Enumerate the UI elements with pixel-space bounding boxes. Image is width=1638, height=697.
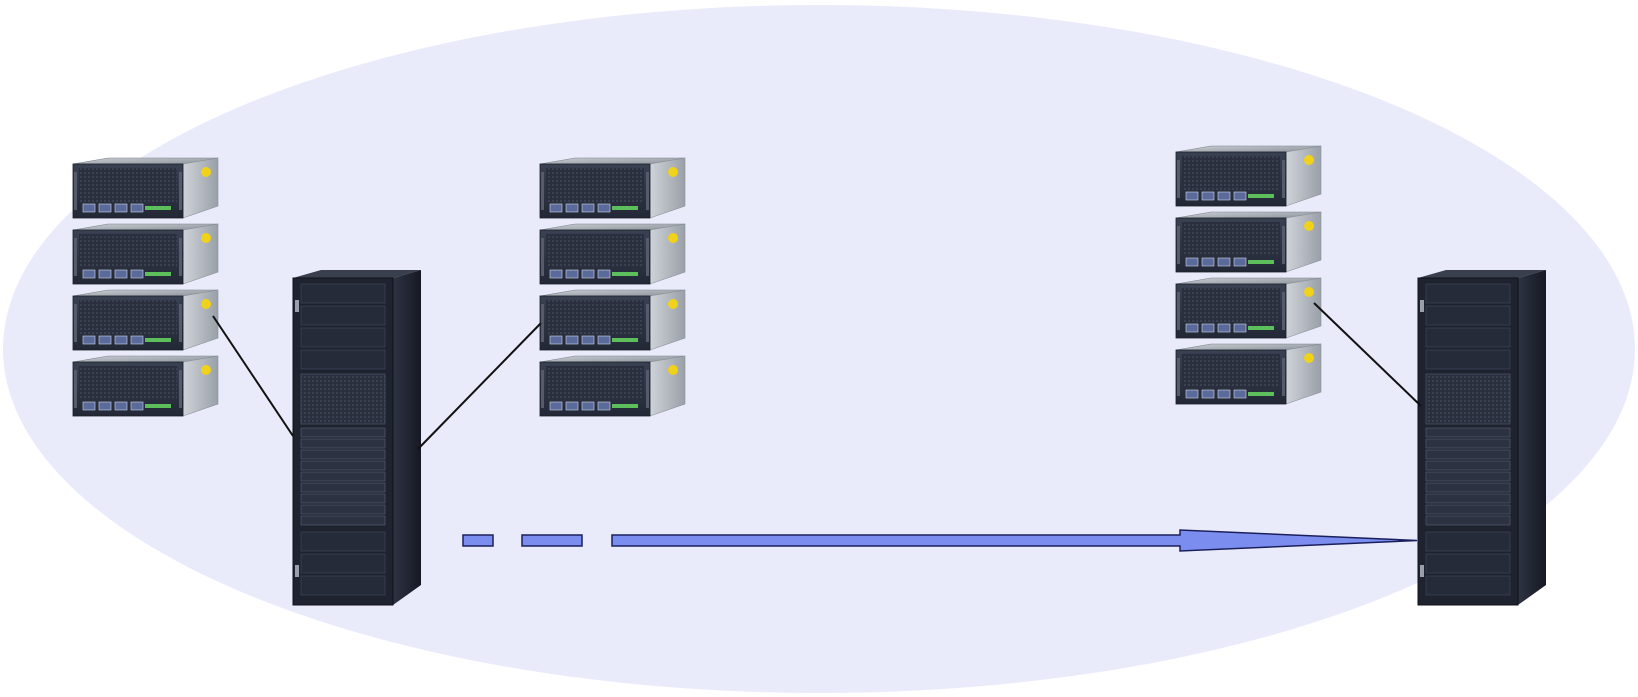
server-unit (1175, 277, 1322, 339)
badge-icon (668, 299, 678, 309)
connection-line (1313, 302, 1422, 407)
background-ellipse (3, 5, 1635, 693)
badge-icon (1304, 353, 1314, 363)
badge-icon (201, 167, 211, 177)
racks (292, 270, 1546, 606)
badge-icon (668, 167, 678, 177)
rack-1 (292, 270, 421, 606)
server-unit (1175, 145, 1322, 207)
server-unit (72, 157, 219, 219)
server-stacks (72, 145, 1322, 417)
badge-icon (1304, 155, 1314, 165)
server-unit (1175, 343, 1322, 405)
server-unit (72, 289, 219, 351)
arrow-dash (462, 534, 494, 547)
server-unit (72, 223, 219, 285)
server-stack-2 (539, 157, 686, 417)
server-unit (539, 355, 686, 417)
badge-icon (1304, 221, 1314, 231)
badge-icon (201, 233, 211, 243)
badge-icon (668, 233, 678, 243)
server-unit (1175, 211, 1322, 273)
server-stack-1 (72, 157, 219, 417)
badge-icon (1304, 287, 1314, 297)
server-unit (539, 223, 686, 285)
server-stack-3 (1175, 145, 1322, 405)
arrow-dash (521, 534, 583, 547)
migration-arrow (462, 529, 1418, 552)
badge-icon (201, 365, 211, 375)
server-unit (72, 355, 219, 417)
connection-line (417, 322, 542, 450)
badge-icon (668, 365, 678, 375)
server-unit (539, 157, 686, 219)
server-unit (539, 289, 686, 351)
badge-icon (201, 299, 211, 309)
connection-line (212, 315, 294, 437)
rack-2 (1417, 270, 1546, 606)
arrow-body (611, 529, 1418, 552)
